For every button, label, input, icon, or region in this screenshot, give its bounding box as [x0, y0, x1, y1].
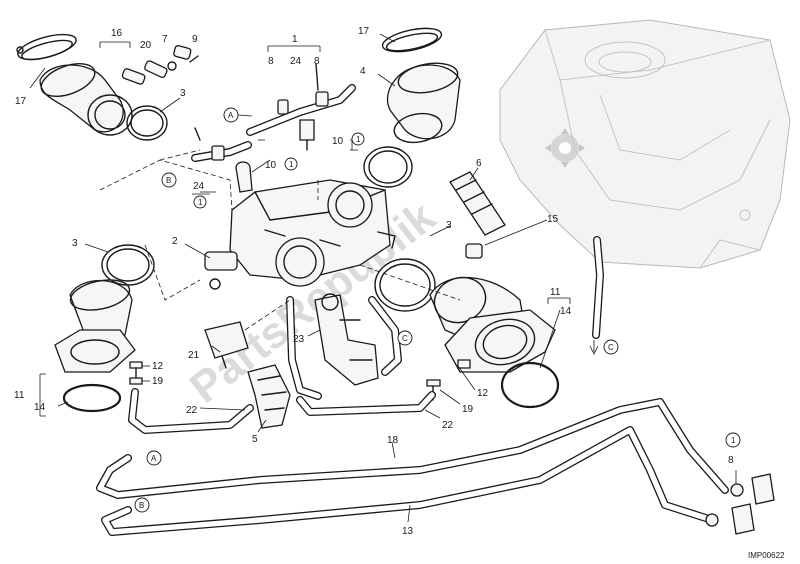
- label-10-mid: 10: [265, 160, 277, 171]
- ref-marker-a-bottom: A: [146, 450, 162, 466]
- label-23: 23: [293, 334, 305, 345]
- ref-marker-a-top: A: [223, 107, 253, 123]
- label-12-left: 12: [152, 361, 164, 372]
- label-10-top: 10: [332, 136, 344, 147]
- label-3-top: 3: [180, 88, 186, 99]
- long-hose-18: [96, 398, 729, 499]
- svg-text:1: 1: [289, 160, 294, 169]
- label-14-left: 14: [34, 402, 46, 413]
- drawing-code: IMP00622: [748, 551, 785, 560]
- label-16: 16: [111, 28, 123, 39]
- label-4: 4: [360, 66, 366, 77]
- label-8-bottom: 8: [728, 455, 734, 466]
- ref-letter-c: C: [608, 343, 614, 352]
- label-15: 15: [547, 214, 559, 225]
- label-7: 7: [162, 34, 168, 45]
- label-17-left: 17: [15, 96, 27, 107]
- label-17-right: 17: [358, 26, 370, 37]
- fuel-tank-outline: [499, 19, 791, 269]
- label-14-right: 14: [560, 306, 572, 317]
- intake-duct-right: [363, 27, 461, 188]
- label-20: 20: [140, 40, 152, 51]
- label-18: 18: [387, 435, 399, 446]
- ref-letter-c: C: [402, 334, 408, 343]
- label-24-top: 24: [290, 56, 302, 67]
- kit-marker-1: 1 1 1 1: [193, 132, 741, 448]
- ref-marker-b-top: B: [161, 172, 177, 188]
- leader-lines: [29, 33, 737, 523]
- label-3-right: 3: [446, 220, 452, 231]
- long-hose-13: [101, 426, 716, 536]
- hose-connectors: [705, 473, 775, 535]
- vacuum-pipe-assembly: [191, 63, 356, 193]
- throttle-body: [204, 179, 396, 290]
- gear-watermark-icon: [545, 128, 585, 168]
- small-hoses: [128, 296, 436, 434]
- label-12-right: 12: [477, 388, 489, 399]
- ref-marker-c-mid: C: [397, 330, 413, 346]
- label-5: 5: [252, 434, 258, 445]
- label-8-left: 8: [268, 56, 274, 67]
- label-22-left: 22: [186, 405, 198, 416]
- label-11-right: 11: [550, 287, 561, 298]
- label-8-right: 8: [314, 56, 320, 67]
- label-3-left: 3: [72, 238, 78, 249]
- svg-text:1: 1: [356, 135, 361, 144]
- spacer-hose: [449, 171, 506, 236]
- tank-drain-hose: [589, 236, 604, 355]
- intake-manifold-left: [54, 244, 155, 413]
- ref-letter-a: A: [228, 111, 234, 120]
- svg-text:1: 1: [731, 436, 736, 445]
- label-24-mid: 24: [193, 181, 205, 192]
- label-11-left: 11: [14, 390, 25, 401]
- label-6: 6: [476, 158, 482, 169]
- label-2: 2: [172, 236, 178, 247]
- intake-manifold-right: [374, 243, 560, 409]
- label-13: 13: [402, 526, 414, 537]
- ref-marker-b-bottom: B: [134, 497, 150, 513]
- ref-marker-c-tank: C: [603, 339, 619, 355]
- label-19-left: 19: [152, 376, 164, 387]
- svg-text:1: 1: [198, 198, 203, 207]
- label-1: 1: [292, 34, 298, 45]
- label-9: 9: [192, 34, 198, 45]
- ref-letter-a: A: [151, 454, 157, 463]
- ref-letter-b: B: [139, 501, 144, 510]
- idle-valve-unit: [314, 293, 379, 386]
- sensor-bracket: [247, 364, 291, 429]
- intake-duct-left: [16, 33, 199, 141]
- part-number-labels: 16 20 7 9 17 3 1 8 24 8 17 4 10 10 24 6 …: [14, 26, 734, 537]
- label-21: 21: [188, 350, 200, 361]
- ref-letter-b: B: [166, 176, 171, 185]
- label-22-right: 22: [442, 420, 454, 431]
- label-19-right: 19: [462, 404, 474, 415]
- assembly-dashed-lines: [99, 149, 461, 331]
